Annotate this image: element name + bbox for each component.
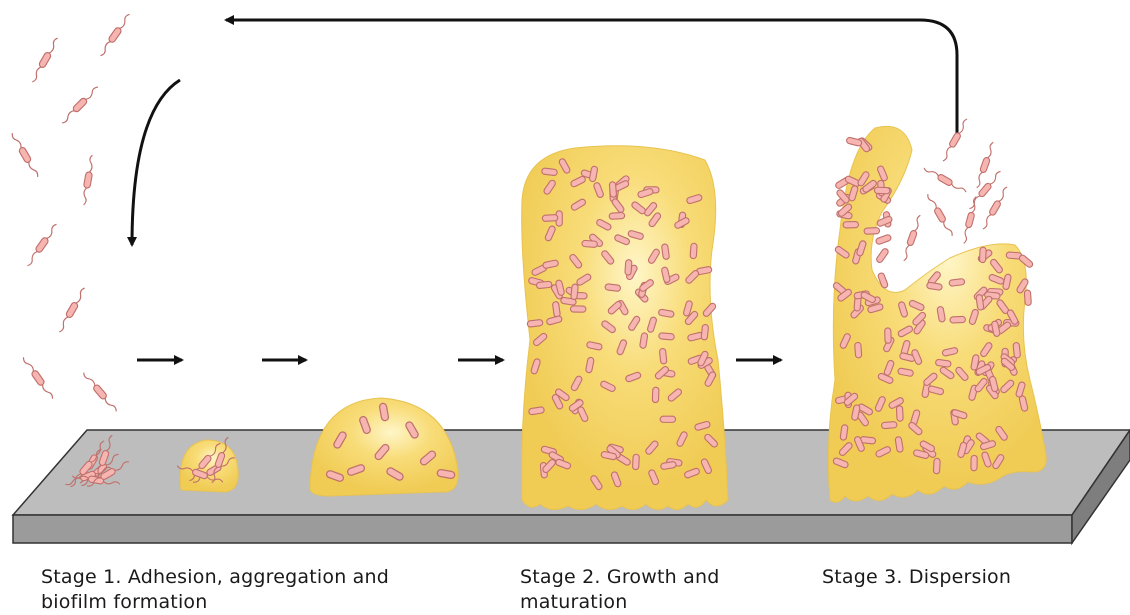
stage-1-caption: Stage 1. Adhesion, aggregation and biofi…: [41, 565, 389, 615]
surface-front: [13, 515, 1072, 543]
stage-3-line-1: Stage 3. Dispersion: [822, 565, 1011, 590]
bacterium: [81, 371, 118, 414]
bacterium: [659, 348, 667, 364]
bacterium: [1013, 342, 1021, 358]
bacterium: [690, 243, 697, 259]
bacterium: [660, 416, 675, 422]
bacterium: [652, 387, 659, 403]
bacterium: [80, 155, 95, 206]
bacterium: [10, 131, 41, 178]
bacterium: [1024, 290, 1031, 306]
bacterium: [950, 316, 966, 323]
bacterium: [949, 278, 965, 286]
bacterium: [527, 319, 543, 327]
bacterium: [605, 284, 621, 292]
stage-2-line-1: Stage 2. Growth and: [520, 565, 719, 590]
released-bacteria: [901, 118, 1010, 262]
bacterium: [60, 85, 100, 125]
stage-2-line-2: maturation: [520, 590, 719, 615]
bacterium: [961, 196, 979, 244]
bacterium: [875, 234, 892, 245]
stage-2-caption: Stage 2. Growth and maturation: [520, 565, 719, 615]
bacterium: [896, 406, 903, 422]
bacterium: [925, 193, 955, 238]
bacterium: [881, 422, 897, 429]
bacterium: [536, 281, 552, 289]
bacterium: [659, 333, 675, 340]
bacterium: [940, 118, 970, 163]
bacterium: [864, 228, 880, 235]
bacterium: [542, 215, 558, 222]
bacterium: [609, 182, 616, 198]
bacterium: [875, 247, 889, 263]
bacterium: [571, 284, 579, 300]
bacterium: [974, 141, 996, 189]
bacterium: [632, 454, 639, 470]
bacterium: [843, 222, 859, 228]
bacterium: [979, 247, 986, 263]
bacterium: [25, 222, 59, 267]
bacterium: [701, 324, 709, 340]
bacterium: [57, 286, 88, 333]
bacterium: [625, 259, 632, 275]
free-bacteria: [10, 12, 133, 413]
bacterium: [933, 458, 940, 474]
bacterium: [98, 12, 132, 57]
bacterium: [901, 214, 923, 262]
bacterium: [541, 168, 557, 176]
bacterium: [971, 455, 977, 471]
bacterium: [855, 342, 862, 358]
bacterium: [582, 240, 598, 247]
stage-3-caption: Stage 3. Dispersion: [822, 565, 1011, 590]
bacterium: [570, 306, 586, 312]
return-arrow: [226, 20, 957, 140]
bacterium: [609, 212, 625, 219]
stage-1-line-1: Stage 1. Adhesion, aggregation and: [41, 565, 389, 590]
stage-1-line-2: biofilm formation: [41, 590, 389, 615]
attach-arrow: [132, 80, 180, 245]
bacterium: [21, 355, 55, 400]
bacterium: [923, 165, 968, 195]
bacterium: [30, 36, 61, 83]
bacterium: [874, 187, 890, 194]
bacterium: [885, 328, 892, 344]
